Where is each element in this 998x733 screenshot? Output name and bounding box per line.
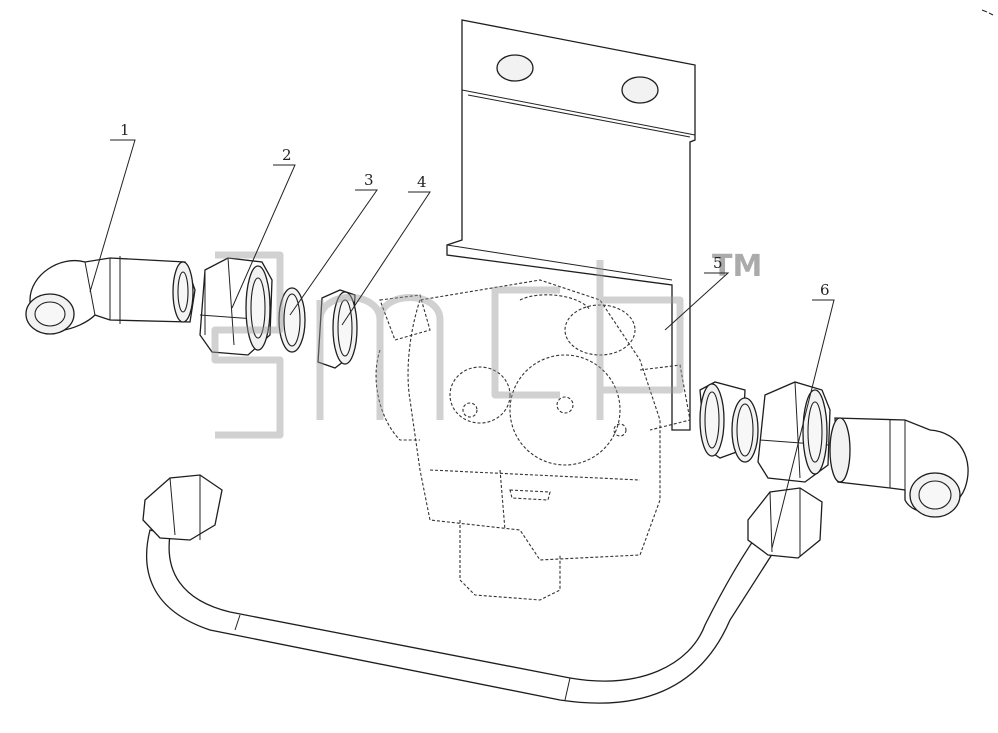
callout-1: 1 (89, 121, 136, 293)
callout-4-label: 4 (417, 173, 427, 191)
elbow-fitting-left (25, 256, 196, 335)
callout-6-label: 6 (820, 281, 830, 299)
callout-1-label: 1 (120, 121, 130, 139)
callout-4: 4 (341, 173, 431, 326)
callout-3-label: 3 (364, 171, 374, 189)
mounting-bracket (446, 19, 696, 431)
callout-6: 6 (771, 281, 835, 549)
pipe-assembly (142, 474, 823, 704)
callout-2-label: 2 (282, 146, 292, 164)
callouts: 1 2 3 4 5 6 (89, 121, 835, 549)
o-ring-left (278, 287, 306, 353)
valve-body (375, 279, 691, 601)
o-ring-right (731, 397, 759, 463)
callout-5: 5 (664, 254, 730, 331)
hex-nut-left (199, 257, 273, 356)
corner-mark (981, 9, 994, 16)
callout-3: 3 (289, 171, 378, 316)
hex-nut-right (757, 381, 831, 483)
elbow-fitting-right (829, 417, 969, 518)
watermark-logo: TM (211, 249, 762, 439)
sealing-sleeve-left (317, 289, 358, 369)
callout-2: 2 (231, 146, 296, 309)
callout-5-label: 5 (713, 254, 723, 272)
watermark-tm: TM (712, 249, 762, 284)
